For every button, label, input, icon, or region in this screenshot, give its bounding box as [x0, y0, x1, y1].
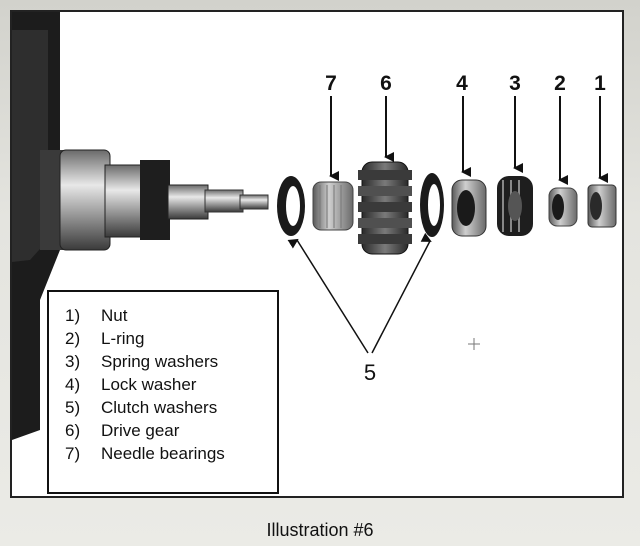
callout-number-4: 4 — [456, 72, 468, 95]
legend-row: 1) Nut — [65, 304, 277, 327]
legend-label: Needle bearings — [101, 444, 225, 463]
callout-number-7: 7 — [325, 72, 337, 95]
legend-number: 1) — [65, 306, 81, 325]
legend-row: 2) L-ring — [65, 327, 277, 350]
legend-number: 2) — [65, 329, 81, 348]
legend-number: 4) — [65, 375, 81, 394]
legend-label: Clutch washers — [101, 398, 218, 417]
callout-number-3: 3 — [509, 72, 521, 95]
legend-label: Nut — [101, 306, 128, 325]
needle-bearings-part — [312, 181, 354, 231]
legend-row: 4) Lock washer — [65, 373, 277, 396]
legend-number: 3) — [65, 352, 81, 371]
parts-legend: 1) Nut 2) L-ring 3) Spring washers 4) Lo… — [47, 290, 279, 494]
spring-washers-part — [497, 176, 533, 236]
crosshair-mark-icon — [468, 338, 480, 350]
drive-gear-part — [358, 161, 412, 255]
l-ring-part — [548, 187, 578, 227]
lock-washer-part — [451, 179, 487, 237]
legend-row: 6) Drive gear — [65, 419, 277, 442]
nut-part — [587, 184, 617, 228]
legend-label: Lock washer — [101, 375, 197, 394]
legend-number: 5) — [65, 398, 81, 417]
legend-label: Spring washers — [101, 352, 219, 371]
callout-arrow-5-right — [371, 232, 432, 354]
legend-row: 7) Needle bearings — [65, 442, 277, 465]
callout-number-1: 1 — [594, 72, 606, 95]
callout-number-2: 2 — [554, 72, 566, 95]
legend-number: 7) — [65, 444, 81, 463]
legend-row: 5) Clutch washers — [65, 396, 277, 419]
legend-number: 6) — [65, 421, 81, 440]
callout-number-6: 6 — [380, 72, 392, 95]
callout-arrow-5-left — [287, 238, 369, 354]
drive-shaft-assembly — [59, 149, 269, 251]
illustration-caption: Illustration #6 — [266, 520, 374, 540]
clutch-washer-right — [420, 173, 444, 237]
clutch-washer-left — [277, 176, 305, 236]
legend-label: L-ring — [101, 329, 145, 348]
legend-label: Drive gear — [101, 421, 180, 440]
callout-number-5: 5 — [364, 360, 376, 385]
legend-row: 3) Spring washers — [65, 350, 277, 373]
